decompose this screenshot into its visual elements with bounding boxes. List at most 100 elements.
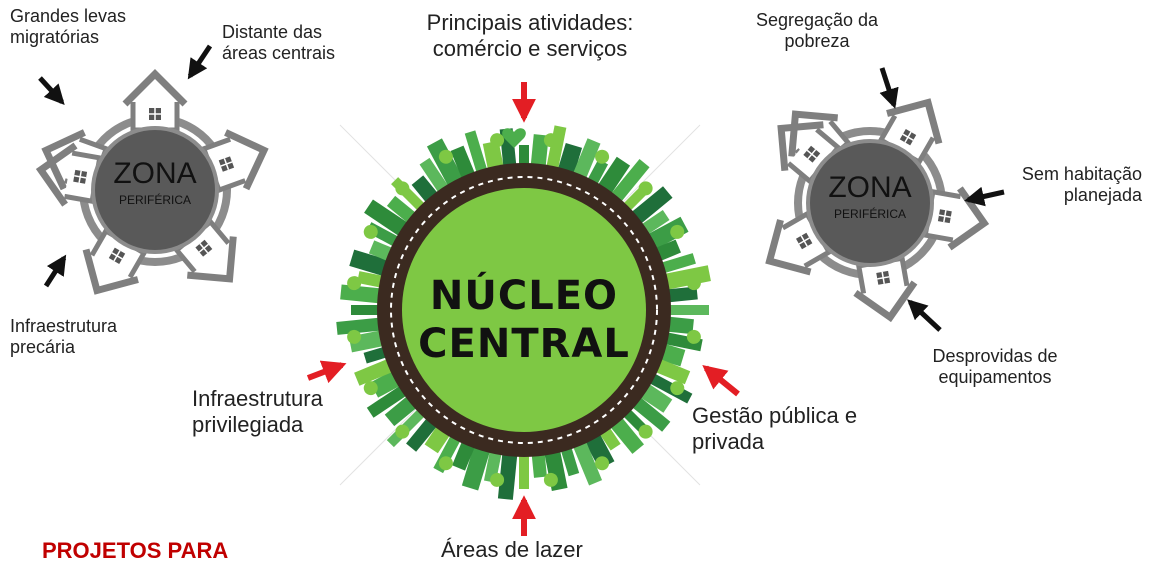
arrow-left-tr [187, 44, 213, 80]
skyline-tree [595, 456, 610, 471]
skyline-building [659, 253, 696, 274]
skyline-building [572, 138, 601, 181]
skyline-building [363, 346, 389, 364]
skyline-building [461, 444, 491, 491]
label-left-zone-tl: Grandes levas migratórias [10, 6, 127, 48]
skyline-tree [595, 149, 610, 164]
skyline-building [653, 358, 691, 385]
skyline-building [629, 186, 673, 226]
house-icon [122, 69, 188, 133]
skyline-tree [438, 456, 453, 471]
skyline-tree [638, 181, 653, 196]
skyline-tree [686, 276, 701, 291]
right-zone-title: ZONA [828, 171, 912, 204]
skyline-building [663, 332, 703, 352]
skyline-building [357, 271, 385, 288]
label-right-center: Gestão pública e privada [692, 403, 858, 454]
skyline-building [384, 394, 419, 427]
core-dashed-road [390, 176, 658, 444]
arrow-right-br [907, 299, 942, 332]
skyline-building [560, 445, 580, 477]
skyline-tree [363, 381, 378, 396]
skyline-tree [438, 149, 453, 164]
arrow-left [306, 360, 347, 384]
label-bottom-center: Áreas de lazer [441, 537, 583, 562]
footer-heading: PROJETOS PARA [42, 538, 229, 563]
skyline-building [608, 415, 644, 454]
central-core [336, 125, 711, 500]
skyline-building [482, 140, 504, 172]
house-icon [82, 227, 148, 295]
core-label: NÚCLEO CENTRAL [418, 273, 630, 367]
skyline-building [609, 159, 650, 204]
skyline-building [406, 416, 439, 452]
label-right-zone-r: Sem habitação planejada [1021, 164, 1142, 206]
skyline-building [665, 286, 698, 303]
left-zone-label: ZONA PERIFÉRICA [100, 157, 210, 207]
zone-arrows [38, 44, 1005, 332]
label-left-zone-bl: Infraestrutura precária [10, 316, 118, 358]
label-left-center: Infraestrutura privilegiada [192, 386, 323, 437]
skyline-building [340, 284, 383, 304]
skyline-building [386, 195, 418, 225]
arrow-right-r [964, 186, 1005, 207]
skyline-building [519, 145, 529, 167]
left-zone [35, 69, 269, 295]
skyline-tree [670, 224, 685, 239]
skyline-tree [395, 424, 410, 439]
skyline-building [354, 358, 395, 386]
skyline-building [665, 316, 694, 335]
left-zone-title: ZONA [113, 157, 197, 190]
skyline-tree [670, 381, 685, 396]
zone-disc [806, 139, 934, 267]
right-zone [765, 98, 990, 323]
skyline-tree [686, 329, 701, 344]
skyline-building [497, 451, 518, 500]
skyline-building [639, 210, 670, 236]
skyline-building [621, 407, 648, 434]
skyline-building [572, 439, 603, 486]
label-left-zone-tr: Distante das áreas centrais [222, 22, 336, 64]
skyline-building [336, 317, 383, 335]
skyline-building [364, 199, 410, 238]
label-right-zone-br: Desprovidas de equipamentos [932, 346, 1058, 388]
zone-disc [91, 126, 219, 254]
skyline-tree [490, 472, 505, 487]
skyline-building [483, 449, 502, 483]
heart-icon [502, 128, 526, 148]
house-icon [35, 142, 103, 207]
label-right-zone-tl: Segregação da pobreza [755, 10, 879, 52]
skyline-building [450, 145, 476, 181]
skyline-tree [347, 276, 362, 291]
arrow-right-tl [879, 67, 899, 109]
core-arrows [306, 82, 740, 536]
skyline-tree [638, 424, 653, 439]
skyline-tree [347, 329, 362, 344]
skyline-building [546, 125, 567, 171]
skyline-tree [543, 472, 558, 487]
skyline-tree [395, 181, 410, 196]
house-icon [200, 129, 269, 194]
arrow-left-bl [43, 254, 67, 288]
skyline-tree [490, 133, 505, 148]
skyline-building [452, 439, 476, 471]
left-zone-subtitle: PERIFÉRICA [118, 193, 191, 207]
core-green-disc [402, 188, 646, 432]
skyline-building [464, 130, 488, 175]
right-zone-label: ZONA PERIFÉRICA [815, 171, 925, 221]
skyline-building [667, 305, 709, 315]
arrow-left-tl [38, 76, 65, 105]
label-top-center: Principais atividades: comércio e serviç… [426, 10, 634, 61]
skyline-building [662, 265, 711, 290]
skyline-building [419, 157, 450, 195]
skyline-building [647, 372, 693, 404]
skyline-building [349, 249, 390, 277]
right-zone-subtitle: PERIFÉRICA [833, 207, 906, 221]
skyline-tree [363, 224, 378, 239]
skyline-tree [543, 133, 558, 148]
skyline-building [519, 453, 529, 489]
skyline-building [366, 384, 409, 418]
skyline-building [531, 451, 547, 478]
skyline-building [351, 305, 381, 315]
